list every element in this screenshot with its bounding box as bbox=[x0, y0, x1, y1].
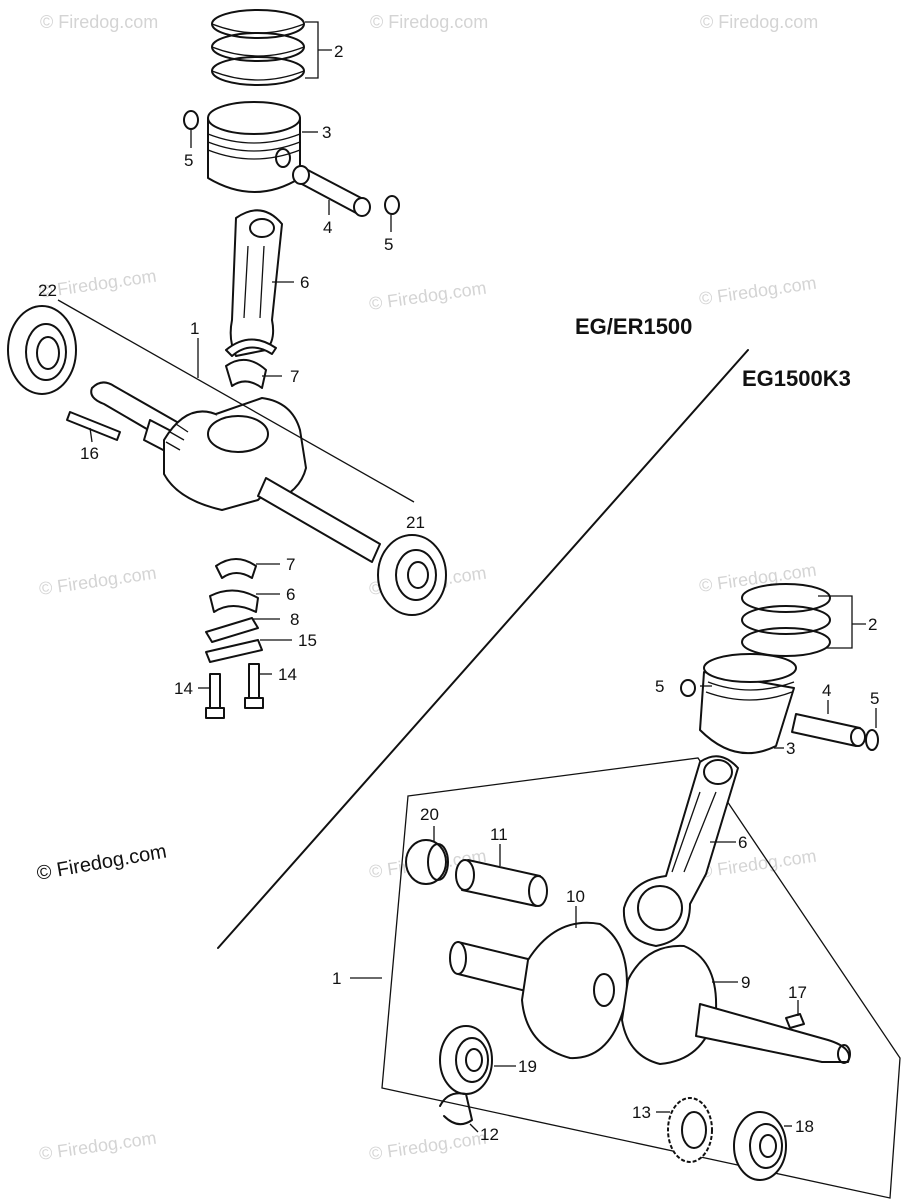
callout-bolt: 14 bbox=[278, 665, 297, 684]
watermark-text: © Firedog.com bbox=[698, 560, 818, 596]
lower-connecting-rod bbox=[622, 755, 739, 947]
callout-piston-rings: 2 bbox=[334, 42, 343, 61]
callout-piston-pin: 4 bbox=[323, 218, 332, 237]
watermark-text: © Firedog.com bbox=[38, 1128, 158, 1164]
callout-key: 16 bbox=[80, 444, 99, 463]
watermark-text: © Firedog.com bbox=[370, 12, 488, 32]
callout-gear: 13 bbox=[632, 1103, 651, 1122]
upper-bearing-bottom bbox=[215, 558, 257, 579]
watermark-text: © Firedog.com bbox=[368, 278, 488, 314]
upper-rod-cap bbox=[209, 589, 259, 613]
upper-bearing-right bbox=[377, 534, 447, 616]
upper-bolt-right bbox=[244, 663, 264, 709]
upper-key bbox=[66, 411, 121, 441]
upper-bearing-left bbox=[7, 305, 77, 395]
section-divider-line bbox=[217, 349, 749, 949]
lower-pin-clip-left bbox=[680, 679, 696, 697]
callout-bearing: 19 bbox=[518, 1057, 537, 1076]
upper-lock-plate bbox=[205, 617, 259, 643]
lower-pin-clip-right bbox=[865, 729, 879, 751]
watermark-text: © Firedog.com bbox=[698, 846, 818, 882]
callout-connecting-rod: 6 bbox=[738, 833, 747, 852]
callout-bearing: 21 bbox=[406, 513, 425, 532]
callout-lock-plate: 8 bbox=[290, 610, 299, 629]
lower-piston-rings bbox=[741, 583, 831, 657]
callout-pin-clip: 5 bbox=[655, 677, 664, 696]
callout-crank-web: 9 bbox=[741, 973, 750, 992]
lower-circlip bbox=[439, 1092, 473, 1126]
upper-oil-dipper bbox=[205, 639, 263, 663]
upper-rings-bracket bbox=[305, 21, 332, 79]
lower-rings-bracket bbox=[818, 595, 866, 649]
lower-bearing-right bbox=[733, 1111, 787, 1181]
upper-pin-clip-left bbox=[183, 110, 199, 130]
upper-piston-pin bbox=[292, 165, 371, 217]
callout-piston-rings: 2 bbox=[868, 615, 877, 634]
callout-pin-clip: 5 bbox=[384, 235, 393, 254]
callout-bearing: 7 bbox=[290, 367, 299, 386]
leader-line bbox=[469, 1123, 479, 1133]
callout-pin-clip: 5 bbox=[184, 151, 193, 170]
watermark-text: © Firedog.com bbox=[700, 12, 818, 32]
lower-woodruff-key bbox=[785, 1013, 805, 1029]
callout-bolt: 14 bbox=[174, 679, 193, 698]
lower-gear bbox=[667, 1097, 713, 1163]
callout-crankshaft: 1 bbox=[332, 969, 341, 988]
callout-crank-web: 10 bbox=[566, 887, 585, 906]
upper-bearing-top bbox=[225, 359, 267, 389]
callout-oil-dipper: 15 bbox=[298, 631, 317, 650]
model-label-upper: EG/ER1500 bbox=[575, 314, 692, 339]
upper-piston bbox=[207, 101, 301, 193]
upper-piston-rings bbox=[211, 9, 305, 86]
callout-piston-pin: 4 bbox=[822, 681, 831, 700]
lower-assembly-outline bbox=[381, 757, 901, 1199]
callout-connecting-rod: 6 bbox=[300, 273, 309, 292]
upper-crankshaft bbox=[90, 381, 381, 563]
lower-crank-web-right bbox=[621, 944, 851, 1065]
lower-crank-pin bbox=[455, 859, 548, 907]
lower-bearing-left bbox=[439, 1025, 493, 1095]
callout-crankshaft: 1 bbox=[190, 319, 199, 338]
leader-line bbox=[89, 427, 93, 443]
callout-bearing: 18 bbox=[795, 1117, 814, 1136]
watermark-text: © Firedog.com bbox=[40, 12, 158, 32]
upper-connecting-rod bbox=[225, 209, 283, 357]
callout-piston: 3 bbox=[786, 739, 795, 758]
callout-bearing: 22 bbox=[38, 281, 57, 300]
upper-assembly-line bbox=[57, 299, 415, 503]
callout-pin-clip: 5 bbox=[870, 689, 879, 708]
lower-piston-pin bbox=[791, 713, 866, 747]
callout-crank-pin: 11 bbox=[490, 825, 508, 844]
model-label-lower: EG1500K3 bbox=[742, 366, 851, 391]
watermark-text: © Firedog.com bbox=[368, 1128, 488, 1164]
callout-bearing: 7 bbox=[286, 555, 295, 574]
upper-bolt-left bbox=[205, 673, 225, 719]
callout-circlip: 12 bbox=[480, 1125, 499, 1144]
lower-needle-bearing bbox=[405, 839, 449, 885]
callout-rod-cap: 6 bbox=[286, 585, 295, 604]
callout-piston: 3 bbox=[322, 123, 331, 142]
callout-woodruff-key: 17 bbox=[788, 983, 807, 1002]
callout-needle-bearing: 20 bbox=[420, 805, 439, 824]
watermark-text: © Firedog.com bbox=[698, 273, 818, 309]
lower-piston bbox=[699, 653, 797, 755]
upper-pin-clip-right bbox=[384, 195, 400, 215]
copyright-text: © Firedog.com bbox=[35, 840, 168, 884]
watermark-text: © Firedog.com bbox=[38, 563, 158, 599]
